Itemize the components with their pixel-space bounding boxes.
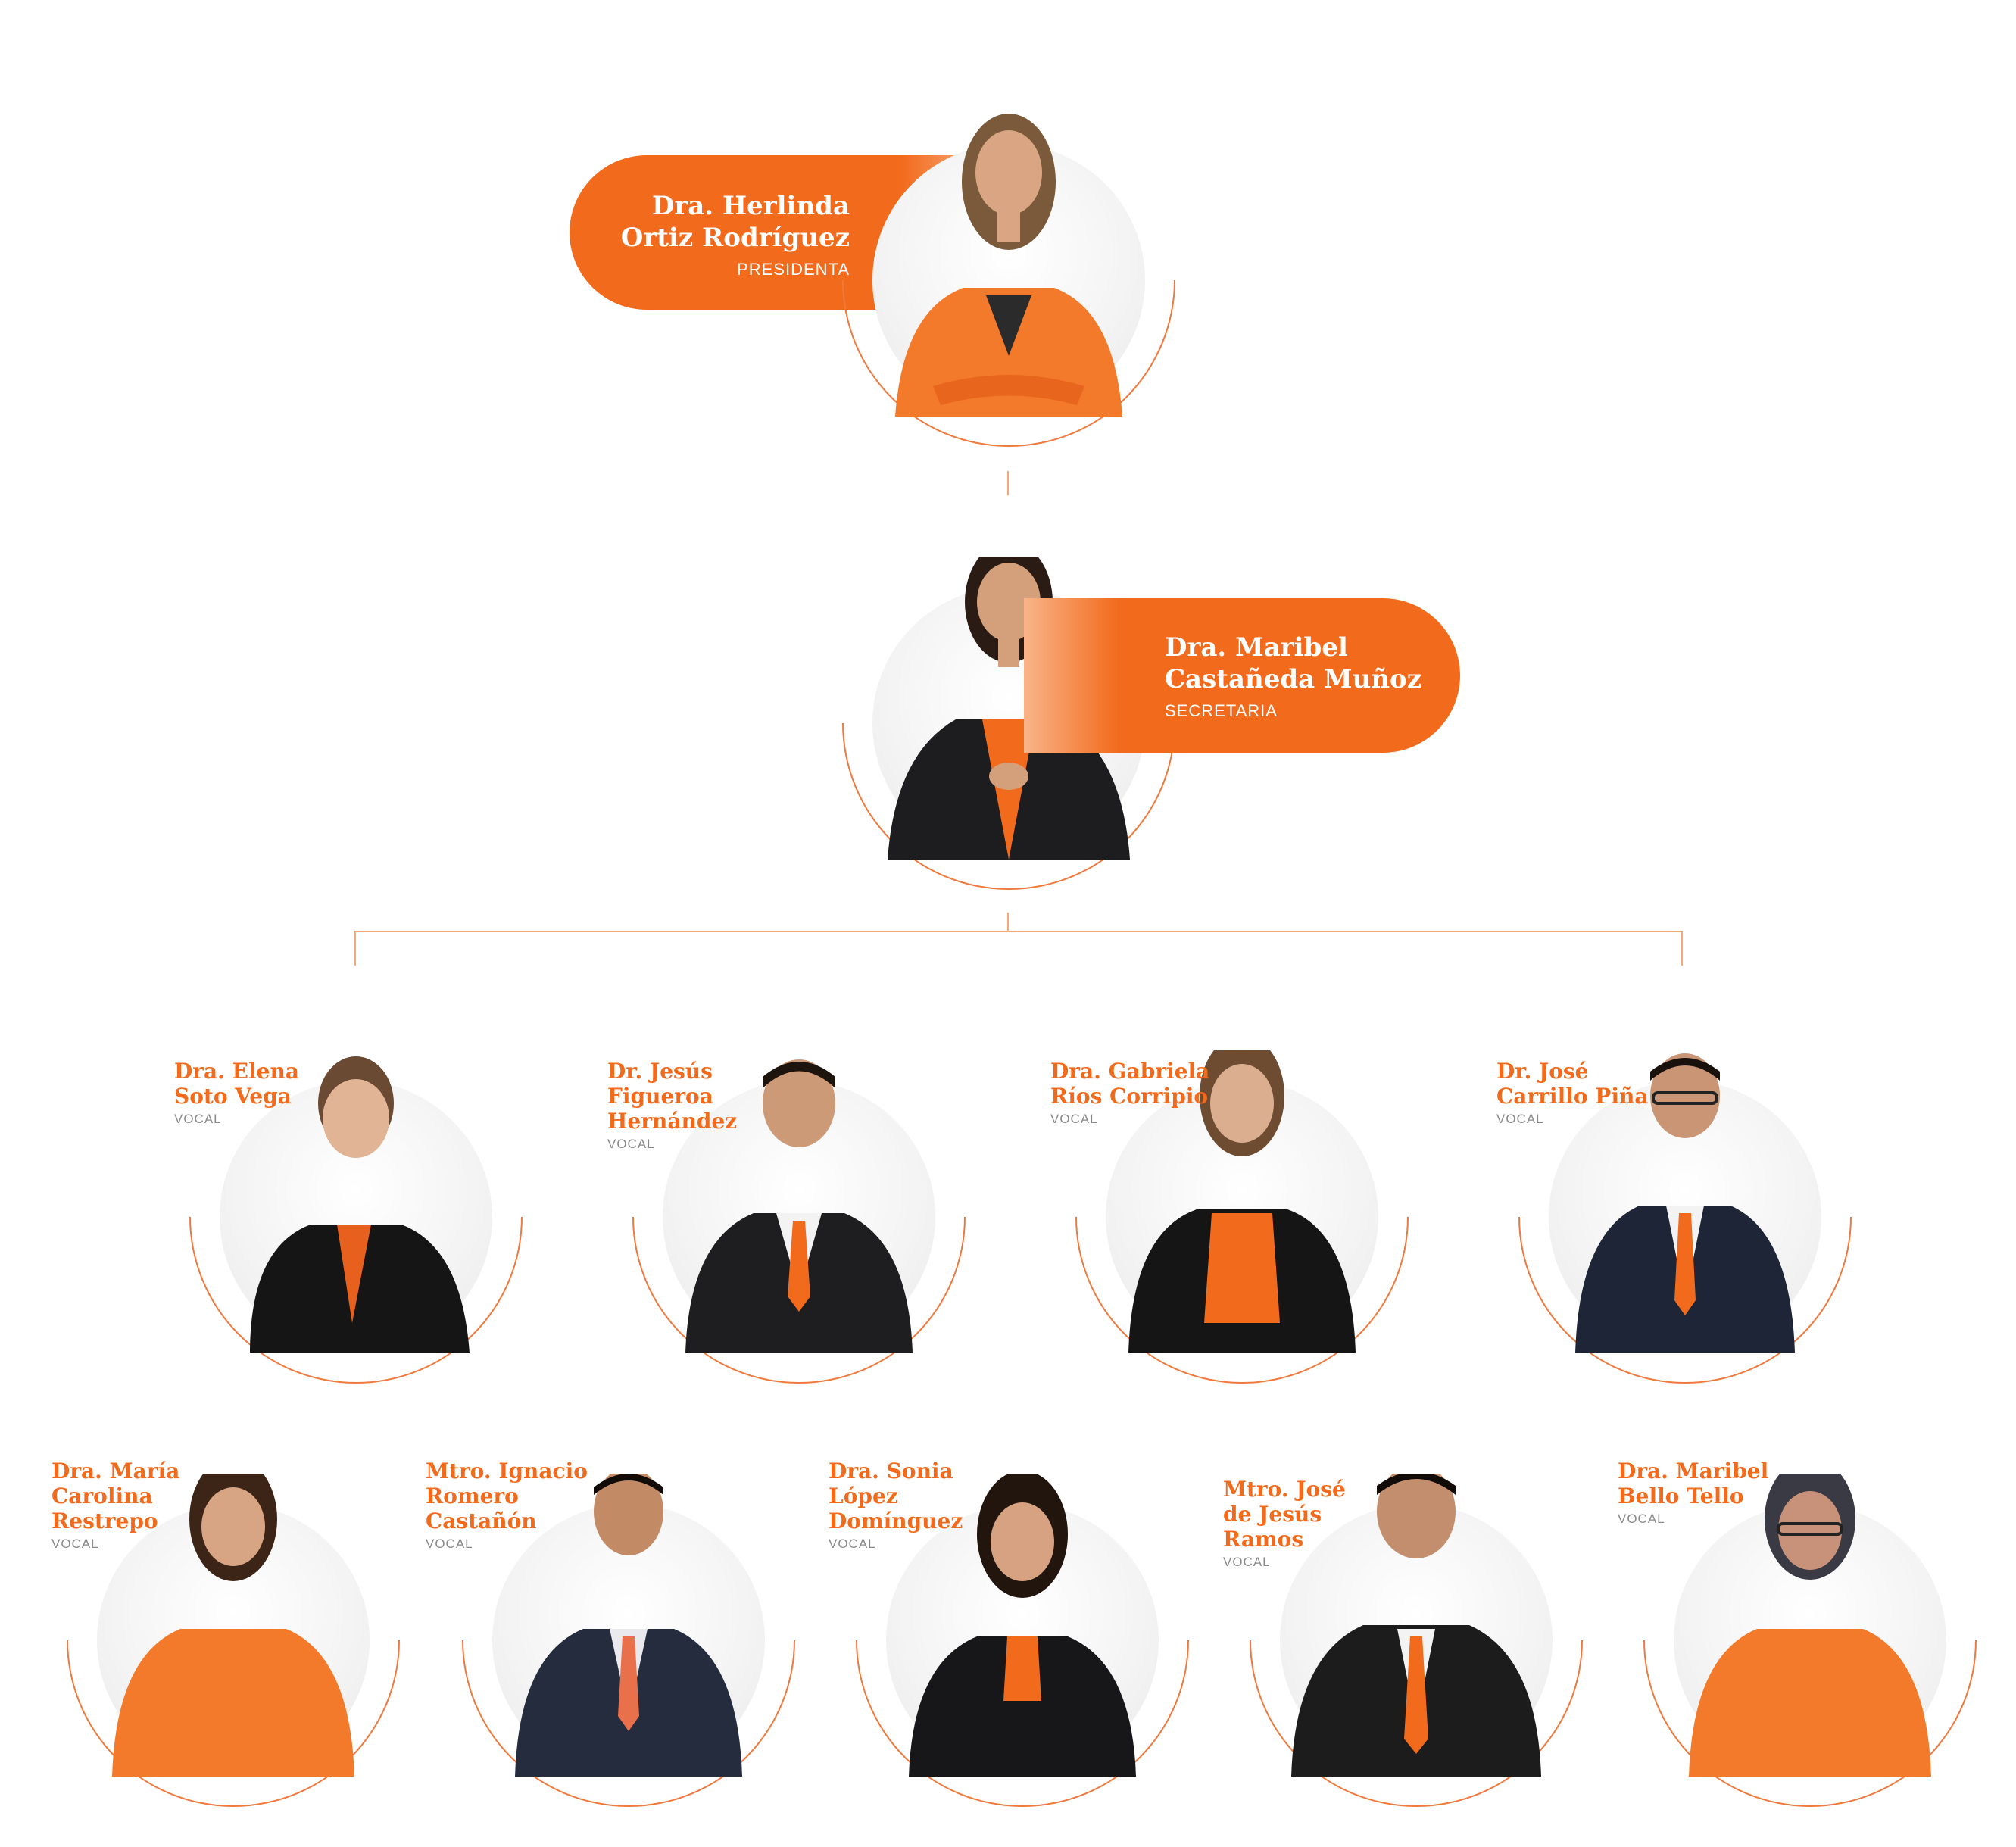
vocal-role: VOCAL [1050, 1112, 1098, 1126]
vocal-role: VOCAL [426, 1537, 473, 1551]
secretary-name-card: Dra. Maribel Castañeda Muñoz SECRETARIA [1024, 598, 1460, 753]
vocal-label: Mtro. José de Jesús Ramos VOCAL [1223, 1477, 1346, 1570]
vocal-role: VOCAL [51, 1537, 99, 1551]
vocal-name-line: Mtro. José [1223, 1477, 1346, 1502]
vocal-photo [1575, 1053, 1795, 1353]
vocal-label: Dra. Maribel Bello Tello VOCAL [1618, 1459, 1768, 1527]
vocal-photo [1128, 1050, 1356, 1353]
vocal-portrait [632, 1050, 966, 1384]
vocal-portrait [189, 1050, 523, 1384]
vocal-portrait [1075, 1050, 1409, 1384]
vocal-name-line: Bello Tello [1618, 1484, 1744, 1508]
vocal-name-line: Soto Vega [174, 1084, 292, 1109]
connector-president-secretary [1007, 471, 1009, 495]
vocal-name-line: Domínguez [829, 1508, 963, 1533]
vocal-portrait [1643, 1474, 1977, 1807]
vocal-name-line: Restrepo [51, 1508, 158, 1533]
vocal-label: Dra. Elena Soto Vega VOCAL [174, 1059, 299, 1127]
vocal-name-line: López [829, 1484, 898, 1508]
vocal-name-line: Castañón [426, 1508, 537, 1533]
vocal-portrait [462, 1474, 795, 1807]
vocal-label: Dr. José Carrillo Piña VOCAL [1496, 1059, 1648, 1127]
vocal-photo [1689, 1474, 1931, 1777]
vocal-name-line: de Jesús [1223, 1502, 1322, 1527]
vocal-photo [685, 1059, 913, 1353]
vocal-label: Dra. Gabriela Ríos Corripio VOCAL [1050, 1059, 1209, 1127]
vocal-role: VOCAL [829, 1537, 876, 1551]
vocal-label: Mtro. Ignacio Romero Castañón VOCAL [426, 1459, 588, 1552]
vocal-name-line: Dra. Elena [174, 1059, 299, 1084]
vocal-name-line: Ramos [1223, 1527, 1304, 1552]
vocal-name-line: Mtro. Ignacio [426, 1459, 588, 1484]
secretary-name-line2: Castañeda Muñoz [1165, 664, 1422, 694]
vocal-photo [250, 1056, 470, 1353]
vocal-photo [1291, 1474, 1541, 1777]
connector-right-drop [1681, 931, 1683, 966]
vocal-name-line: Dra. María [51, 1459, 180, 1484]
vocal-name-line: Hernández [607, 1109, 738, 1134]
secretary-role: SECRETARIA [1165, 701, 1278, 720]
vocal-portrait [67, 1474, 400, 1807]
vocal-photo [112, 1474, 354, 1777]
vocal-name-line: Dr. Jesús [607, 1059, 713, 1084]
secretary-name-line1: Dra. Maribel [1165, 632, 1348, 663]
vocal-role: VOCAL [1496, 1112, 1544, 1126]
connector-horizontal [354, 931, 1683, 932]
vocal-label: Dr. Jesús Figueroa Hernández VOCAL [607, 1059, 737, 1152]
vocal-portrait [856, 1474, 1189, 1807]
vocal-name-line: Figueroa [607, 1084, 713, 1109]
vocal-role: VOCAL [174, 1112, 222, 1126]
vocal-photo [909, 1474, 1136, 1777]
vocal-name-line: Dra. Sonia [829, 1459, 953, 1484]
president-name-line1: Dra. Herlinda [651, 191, 850, 221]
president-role: PRESIDENTA [737, 260, 850, 279]
president-name-line2: Ortiz Rodríguez [620, 223, 850, 253]
vocal-name-line: Carrillo Piña [1496, 1084, 1649, 1109]
vocal-role: VOCAL [607, 1137, 655, 1151]
president-portrait [842, 114, 1175, 447]
vocal-name-line: Carolina [51, 1484, 153, 1508]
vocal-name-line: Ríos Corripio [1050, 1084, 1209, 1109]
vocal-portrait [1250, 1474, 1583, 1807]
vocal-label: Dra. María Carolina Restrepo VOCAL [51, 1459, 179, 1552]
vocal-name-line: Romero [426, 1484, 519, 1508]
vocal-role: VOCAL [1618, 1512, 1665, 1526]
vocal-photo [515, 1474, 742, 1777]
vocal-role: VOCAL [1223, 1555, 1271, 1569]
vocal-name-line: Dra. Maribel [1618, 1459, 1769, 1484]
vocal-label: Dra. Sonia López Domínguez VOCAL [829, 1459, 963, 1552]
president-photo [895, 114, 1122, 417]
vocal-name-line: Dr. José [1496, 1059, 1589, 1084]
connector-left-drop [354, 931, 356, 966]
vocal-portrait [1518, 1050, 1852, 1384]
vocal-name-line: Dra. Gabriela [1050, 1059, 1210, 1084]
connector-secretary-down [1007, 913, 1009, 931]
